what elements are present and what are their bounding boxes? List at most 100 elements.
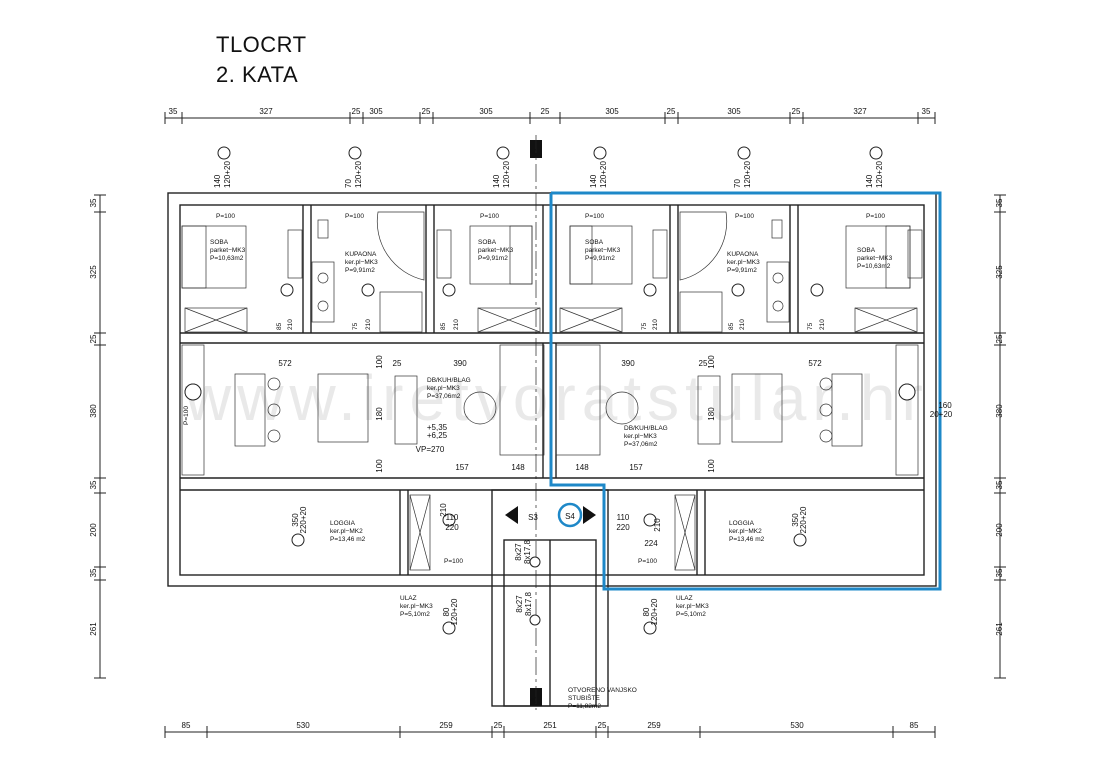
room-label-dnevni-l: DB/KUH/BLAG [427,377,471,384]
room-label-dnevni-r: DB/KUH/BLAG [624,425,668,432]
room-label-soba-r1: P=10,63m2 [857,263,891,270]
room-label-ulaz-r: P=5,10m2 [676,611,706,618]
section-cut-a-bottom: A [529,697,538,703]
room-label-dnevni-l: ker.pl−MK3 [427,385,460,392]
inner-dim-w224: 224 [644,539,658,548]
room-label-kupaona-r: KUPAONA [727,251,759,258]
parapet-label: P=100 [735,213,754,220]
right-dim-label: 35 [995,568,1004,577]
parapet-label: P=100 [345,213,364,220]
room-label-soba-r2: parket−MK3 [585,247,621,254]
inner-dim-stair_d: 8x17,8 [524,591,533,616]
room-label-ulaz-l: ker.pl−MK3 [400,603,433,610]
door-dim-label: 210 [819,319,826,330]
room-label-soba-r2: P=9,91m2 [585,255,615,262]
window-dim-a: 140 [865,174,874,188]
left-dim-label: 35 [89,198,98,207]
inner-dim-w572a: 572 [278,359,292,368]
parapet-label: P=100 [183,406,190,425]
inner-dim-east_b: 20+20 [930,410,953,419]
inner-dim-ulaz_dr_b: 120+20 [650,598,659,625]
top-dim-label: 25 [352,107,361,116]
inner-dim-lv2: +6,25 [427,431,448,440]
door-dim-label: 210 [739,319,746,330]
top-dim-label: 35 [922,107,931,116]
bottom-dim-label: 25 [494,721,503,730]
right-dim-label: 35 [995,198,1004,207]
room-label-stubiste: STUBIŠTE [568,693,600,702]
left-dim-label: 325 [89,265,98,279]
room-label-soba-l2: parket−MK3 [478,247,514,254]
inner-dim-door_r_b: 220 [616,523,630,532]
room-label-ulaz-l: ULAZ [400,595,417,602]
inner-dim-d210l: 210 [439,503,448,517]
door-dim-label: 75 [807,322,814,330]
window-dim-b: 120+20 [502,161,511,188]
inner-dim-lv1: +5,35 [427,423,448,432]
top-dim-label: 305 [479,107,493,116]
door-dim-label: 85 [276,322,283,330]
room-label-soba-l1: P=10,63m2 [210,255,244,262]
inner-dim-h180b: 180 [707,407,716,421]
inner-dim-w572b: 572 [808,359,822,368]
door-dim-label: 75 [352,322,359,330]
right-dim-label: 25 [995,334,1004,343]
parapet-label: P=100 [866,213,885,220]
section-s3-label: S3 [528,513,538,522]
bottom-dim-label: 251 [543,721,557,730]
room-label-loggia-l: LOGGIA [330,520,356,527]
inner-dim-stair_c: 8x27 [515,595,524,613]
room-label-soba-l2: P=9,91m2 [478,255,508,262]
left-dim-label: 261 [89,622,98,636]
right-dim-label: 380 [995,404,1004,418]
room-label-kupaona-l: P=9,91m2 [345,267,375,274]
bottom-dim-label: 85 [182,721,191,730]
inner-dim-h100a: 100 [375,355,384,369]
window-dim-a: 70 [733,179,742,188]
door-dim-label: 210 [287,319,294,330]
room-label-loggia-l: P=13,46 m2 [330,536,366,543]
plan-title-line2: 2. KATA [216,62,299,87]
top-dim-label: 25 [541,107,550,116]
room-label-soba-l1: parket−MK3 [210,247,246,254]
inner-dim-ulaz_dl_b: 120+20 [450,598,459,625]
room-label-ulaz-l: P=5,10m2 [400,611,430,618]
room-label-kupaona-l: KUPAONA [345,251,377,258]
window-dim-a: 140 [589,174,598,188]
inner-dim-w25: 25 [393,359,402,368]
room-label-soba-l2: SOBA [478,239,497,246]
room-label-kupaona-l: ker.pl−MK3 [345,259,378,266]
room-label-ulaz-r: ULAZ [676,595,693,602]
room-label-stubiste: P=11,82m2 [568,703,601,710]
inner-dim-h100b: 100 [375,459,384,473]
left-dim-label: 380 [89,404,98,418]
parapet-label: P=100 [444,558,463,565]
door-dim-label: 210 [652,319,659,330]
inner-dim-ulaz_dr_a: 80 [642,607,651,616]
right-dim-label: 261 [995,622,1004,636]
inner-dim-h180: 180 [375,407,384,421]
window-dim-b: 120+20 [599,161,608,188]
window-dim-b: 120+20 [354,161,363,188]
inner-dim-stair_a: 8x27 [514,543,523,561]
right-dim-label: 35 [995,480,1004,489]
room-label-loggia-l: ker.pl−MK2 [330,528,363,535]
inner-dim-ulaz_dl_a: 80 [442,607,451,616]
door-dim-label: 210 [453,319,460,330]
room-label-stubiste: OTVORENO VANJSKO [568,687,637,694]
door-dim-label: 85 [728,322,735,330]
inner-dim-east_a: 160 [938,401,952,410]
inner-dim-loggia_dl_a: 350 [791,513,800,527]
top-dim-label: 327 [853,107,867,116]
right-dim-label: 325 [995,265,1004,279]
bottom-dim-label: 259 [439,721,453,730]
inner-dim-d210r: 210 [653,518,662,532]
window-dim-a: 140 [492,174,501,188]
inner-dim-w157a: 157 [455,463,469,472]
room-label-soba-r1: parket−MK3 [857,255,893,262]
door-dim-label: 210 [365,319,372,330]
window-dim-a: 140 [213,174,222,188]
inner-dim-w390b: 390 [621,359,635,368]
section-cut-a-top: A [529,149,538,155]
